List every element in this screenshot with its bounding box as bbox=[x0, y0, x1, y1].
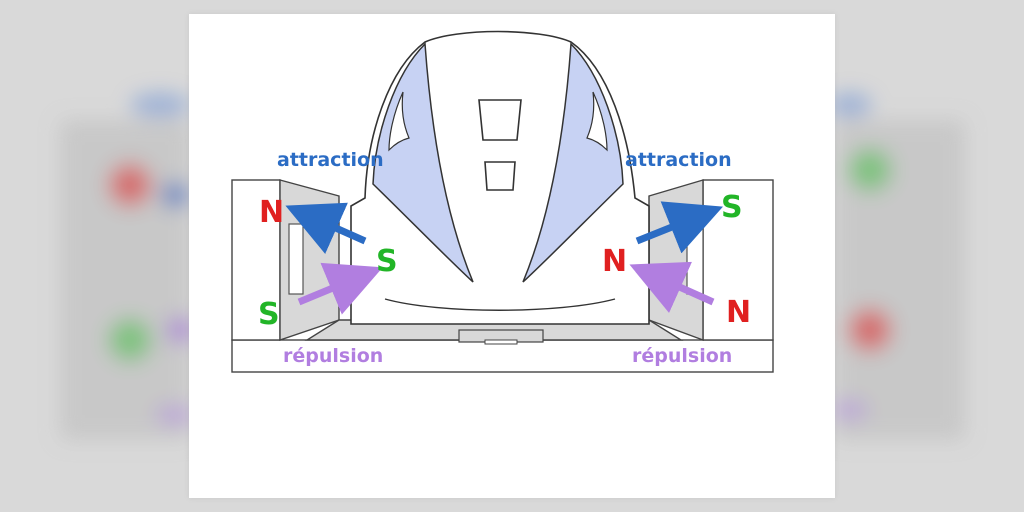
repulsion-label-left: répulsion bbox=[283, 345, 383, 367]
train-front-window-upper bbox=[478, 99, 522, 141]
attraction-arrow-right bbox=[635, 201, 723, 254]
guideway-base bbox=[231, 339, 774, 373]
guideway-coil-left bbox=[288, 223, 304, 295]
attraction-arrow-left bbox=[285, 202, 367, 254]
attraction-label-right: attraction bbox=[625, 149, 732, 171]
repulsion-label-right: répulsion bbox=[632, 345, 732, 367]
maglev-diagram: attraction attraction répulsion répulsio… bbox=[231, 30, 774, 373]
pole-train-left: S bbox=[376, 244, 398, 279]
attraction-label-left: attraction bbox=[277, 149, 384, 171]
pole-guide-right-top: S bbox=[721, 190, 743, 225]
repulsion-arrow-right bbox=[629, 261, 715, 314]
pole-guide-right-bottom: N bbox=[726, 295, 751, 330]
train-window-left-highlight bbox=[388, 91, 410, 152]
diagram-panel: attraction attraction répulsion répulsio… bbox=[189, 14, 835, 498]
train-undercarriage-curve bbox=[384, 298, 616, 311]
guideway-coil-right bbox=[686, 223, 704, 295]
repulsion-arrow-left bbox=[297, 262, 383, 315]
pole-guide-left-bottom: S bbox=[258, 297, 280, 332]
guideway-center-slot bbox=[484, 339, 518, 345]
pole-guide-left-top: N bbox=[259, 195, 284, 230]
train-window-right-highlight bbox=[586, 91, 608, 152]
train-front-window-lower bbox=[484, 161, 516, 191]
pole-train-right: N bbox=[602, 244, 627, 279]
